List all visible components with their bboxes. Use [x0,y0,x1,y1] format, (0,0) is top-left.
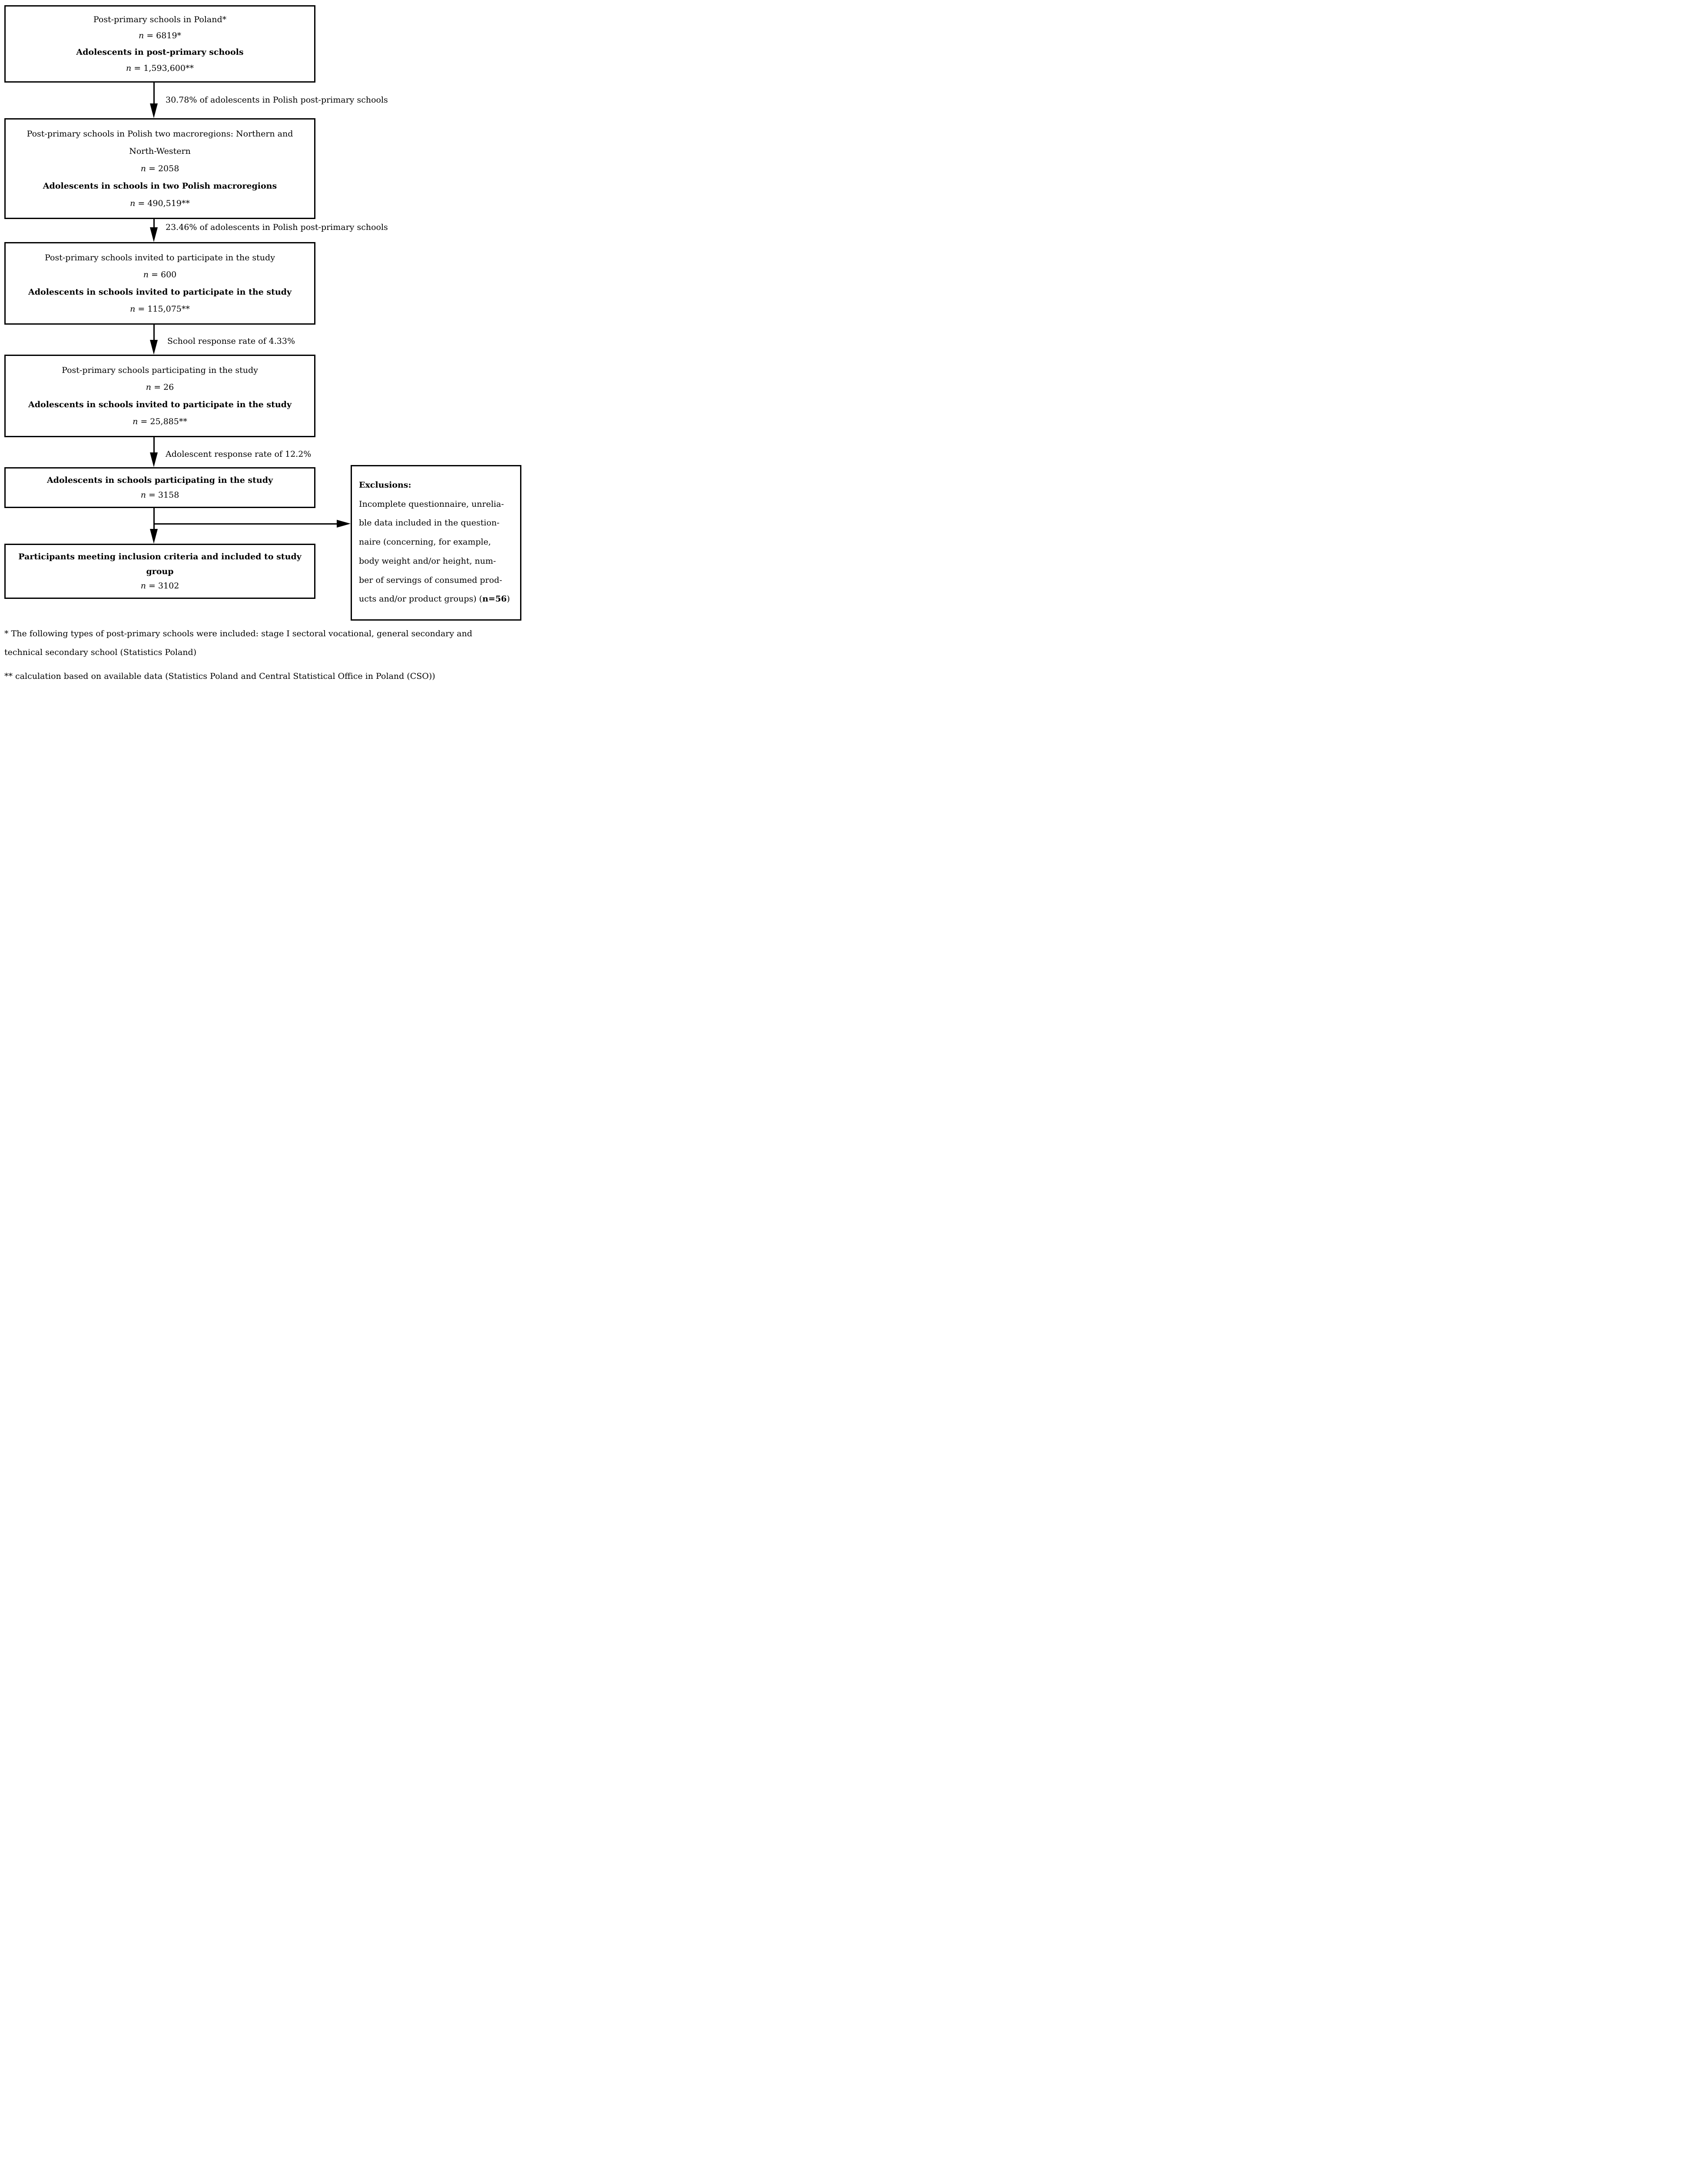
edge-label-4: Adolescent response rate of 12.2% [166,449,312,459]
flow-diagram-page: Post-primary schools in Poland* n = 6819… [0,0,526,684]
box5-title: Adolescents in schools participating in … [46,475,273,485]
right-arrow-line [153,523,337,525]
box1-title: Post-primary schools in Poland* [93,15,227,25]
box1-n-adolescents: n = 1,593,600** [126,63,194,73]
footnote-2: ** calculation based on available data (… [4,671,435,681]
box1-n-schools: n = 6819* [138,31,182,41]
box2-n-adolescents: n = 490,519** [130,199,190,208]
box3-n-schools: n = 600 [143,270,177,280]
box4-subtitle: Adolescents in schools invited to partic… [28,399,292,409]
flow-box-poland: Post-primary schools in Poland* n = 6819… [4,5,315,83]
down-arrow-5-line [153,508,155,529]
box1-subtitle: Adolescents in post-primary schools [76,47,244,57]
box2-title-line1: Post-primary schools in Polish two macro… [27,129,293,139]
down-arrow-1-head [150,103,158,118]
right-arrow-head [337,520,351,528]
flow-box-invited: Post-primary schools invited to particip… [4,242,315,325]
box4-n-adolescents: n = 25,885** [133,417,187,427]
exclusions-line-6: ucts and/or product groups) (n=56) [359,594,510,604]
box6-n: n = 3102 [140,581,179,591]
box2-subtitle: Adolescents in schools in two Polish mac… [43,181,277,191]
exclusions-line-5: ber of servings of consumed prod- [359,575,502,585]
flow-box-participating-adolescents: Adolescents in schools participating in … [4,467,315,508]
box5-n: n = 3158 [140,490,179,500]
box3-subtitle: Adolescents in schools invited to partic… [28,287,292,297]
down-arrow-5-head [150,529,158,544]
box2-title-line2: North-Western [129,146,191,156]
exclusions-line-3: naire (concerning, for example, [359,537,491,547]
box3-title: Post-primary schools invited to particip… [45,253,275,262]
flow-box-study-group: Participants meeting inclusion criteria … [4,544,315,599]
box2-n-schools: n = 2058 [140,164,179,173]
exclusions-n-count: n=56 [482,594,507,604]
box6-title-line2: group [146,566,174,576]
edge-label-2: 23.46% of adolescents in Polish post-pri… [166,223,388,232]
box3-n-adolescents: n = 115,075** [130,304,190,314]
footnote-1-line-1: * The following types of post-primary sc… [4,629,472,638]
down-arrow-2-head [150,227,158,242]
exclusions-line-2: ble data included in the question- [359,518,500,528]
exclusions-line-4: body weight and/or height, num- [359,556,496,566]
edge-label-3: School response rate of 4.33% [167,336,295,346]
flow-box-participating-schools: Post-primary schools participating in th… [4,355,315,437]
down-arrow-3-line [153,325,155,341]
down-arrow-3-head [150,340,158,355]
down-arrow-2-line [153,219,155,228]
exclusions-title: Exclusions: [359,480,411,490]
down-arrow-4-head [150,452,158,467]
box4-title: Post-primary schools participating in th… [62,365,258,375]
flow-box-macroregions: Post-primary schools in Polish two macro… [4,118,315,219]
footnote-1-line-2: technical secondary school (Statistics P… [4,648,197,657]
exclusions-box: Exclusions: Incomplete questionnaire, un… [351,465,521,621]
exclusions-line-1: Incomplete questionnaire, unrelia- [359,499,504,509]
down-arrow-4-line [153,437,155,453]
box6-title-line1: Participants meeting inclusion criteria … [18,552,302,562]
down-arrow-1-line [153,83,155,104]
edge-label-1: 30.78% of adolescents in Polish post-pri… [166,95,388,105]
box4-n-schools: n = 26 [146,382,174,392]
